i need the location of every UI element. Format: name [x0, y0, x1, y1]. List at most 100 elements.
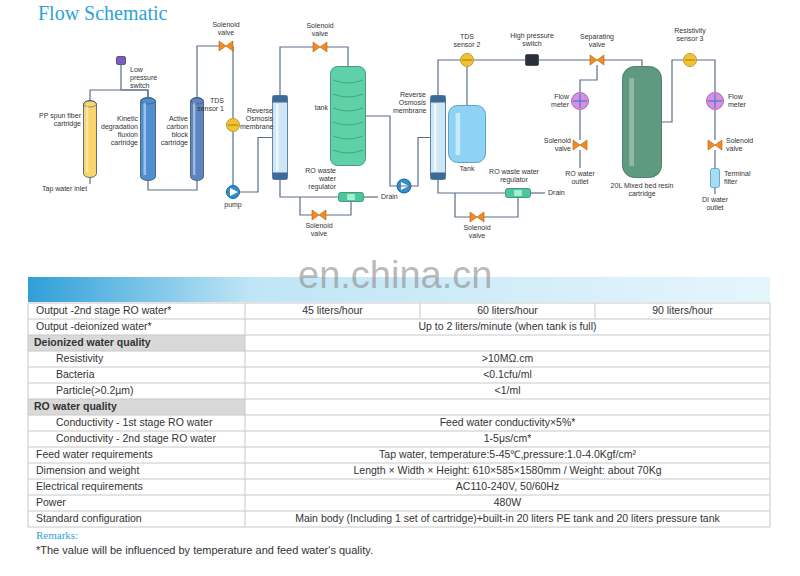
label-host: Standard configuration	[36, 512, 243, 525]
table-cell: Bacteria	[56, 368, 243, 381]
label-host: Bacteria	[56, 368, 243, 381]
component-node: tank	[330, 66, 366, 166]
table-rule	[28, 463, 770, 464]
outlet-label: Drain	[548, 189, 578, 197]
table-rule	[770, 303, 771, 527]
cartridge-cap	[141, 98, 156, 104]
pipe-connector	[714, 150, 715, 168]
valve-wing	[715, 140, 722, 150]
component-symbol	[622, 66, 662, 178]
label-host: Resistivity	[56, 352, 243, 365]
component-symbol	[430, 95, 446, 180]
resin-tank-highlight	[629, 78, 634, 166]
membrane-cap	[431, 96, 446, 103]
component-node: RO waste water regulator	[505, 188, 531, 198]
pipe-connector	[326, 202, 351, 215]
component-label: Solenoid valve	[304, 222, 334, 238]
valve-wing	[319, 210, 326, 220]
component-node: Solenoid valve	[708, 140, 722, 150]
pipe-connector	[148, 181, 197, 190]
filter-body	[711, 169, 720, 188]
label-host: Main body (Including 1 set of cartridge)…	[245, 512, 770, 525]
component-symbol	[683, 53, 697, 67]
tank-stripe	[333, 94, 363, 97]
table-cell: AC110-240V, 50/60Hz	[245, 480, 770, 493]
label-host: AC110-240V, 50/60Hz	[245, 480, 770, 493]
component-label: TDS sensor 1	[195, 97, 224, 113]
component-label: Flow meter	[728, 93, 758, 109]
component-symbol	[460, 53, 474, 67]
component-label: PP spun fiber cartridge	[39, 112, 81, 128]
valve-wing	[477, 212, 484, 222]
label-host: <1/ml	[245, 384, 770, 397]
label-host: Feed water requirements	[36, 448, 243, 461]
tank-highlight	[456, 113, 461, 155]
component-symbol	[338, 192, 364, 202]
table-cell: 1-5μs/cm*	[245, 432, 770, 445]
table-cell: 60 liters/hour	[420, 304, 595, 317]
table-cell: Up to 2 liters/minute (when tank is full…	[245, 320, 770, 333]
sensor-body	[227, 119, 240, 132]
valve-wing	[313, 42, 320, 52]
regulator-body	[506, 189, 531, 198]
sensor-mark	[462, 60, 472, 61]
table-rule	[28, 495, 770, 496]
cartridge-highlight	[86, 106, 88, 172]
cartridge-body	[141, 98, 156, 181]
valve-wing	[312, 210, 319, 220]
meter-mark	[573, 100, 587, 101]
table-cell: Resistivity	[56, 352, 243, 365]
pipe-stubs	[90, 150, 715, 217]
component-label: Solenoid valve	[302, 22, 338, 38]
resin-tank-body	[623, 67, 662, 178]
label-host: en.china.cn	[298, 252, 518, 298]
table-rule	[245, 303, 246, 527]
membrane-highlight	[434, 104, 436, 171]
switch-body	[526, 55, 539, 66]
table-cell: Output -deionized water*	[36, 320, 243, 333]
component-node: Solenoid valve	[219, 41, 233, 51]
table-rule	[28, 351, 770, 352]
component-label: tank	[309, 104, 328, 112]
membrane-body	[431, 96, 446, 180]
label-host: 45 liters/hour	[245, 304, 420, 317]
pipe-connector	[438, 180, 505, 193]
component-node: TDS sensor 2	[460, 53, 474, 67]
pipe	[364, 196, 378, 197]
component-node: Low pressure switch	[116, 56, 126, 65]
table-cell: Electrical requirements	[36, 480, 243, 493]
valve-wing	[320, 42, 327, 52]
pipe	[531, 192, 545, 193]
component-node: Solenoid valve	[573, 140, 587, 150]
label-host: Electrical requirements	[36, 480, 243, 493]
switch-body	[117, 57, 126, 65]
component-label: 20L Mixed bed resin cartridge	[610, 182, 674, 198]
pipe-connector	[197, 46, 219, 97]
valve-wing	[573, 140, 580, 150]
table-rule	[595, 303, 596, 319]
label-host: 1-5μs/cm*	[245, 432, 770, 445]
component-node: Reverse Osmosis membrane	[430, 95, 446, 180]
table-cell: Main body (Including 1 set of cartridge)…	[245, 512, 770, 525]
component-label: Flow meter	[543, 93, 569, 109]
pipe-connector	[90, 90, 148, 100]
pipe	[579, 150, 580, 168]
section-row-fill	[28, 399, 245, 415]
pipe-connector	[466, 67, 467, 105]
label-host: Drain	[548, 189, 578, 197]
label-host: Tap water inlet	[42, 185, 112, 193]
component-node: Solenoid valve	[470, 212, 484, 222]
membrane-highlight	[276, 104, 278, 171]
outlet-label: DI water outlet	[695, 196, 735, 212]
component-label: Active carbon block cartridge	[157, 115, 188, 147]
valve-wing	[470, 212, 477, 222]
component-node: PP spun fiber cartridge	[83, 100, 97, 178]
table-rule	[28, 511, 770, 512]
table-cell: Tap water, temperature:5-45℃,pressure:1.…	[245, 448, 770, 461]
pipe-connector	[662, 60, 683, 122]
component-symbol	[710, 168, 720, 188]
tank-stripe	[333, 80, 363, 83]
component-label: Solenoid valve	[726, 137, 760, 153]
outlet-label: RO water outlet	[560, 170, 600, 186]
pipe	[300, 197, 312, 215]
